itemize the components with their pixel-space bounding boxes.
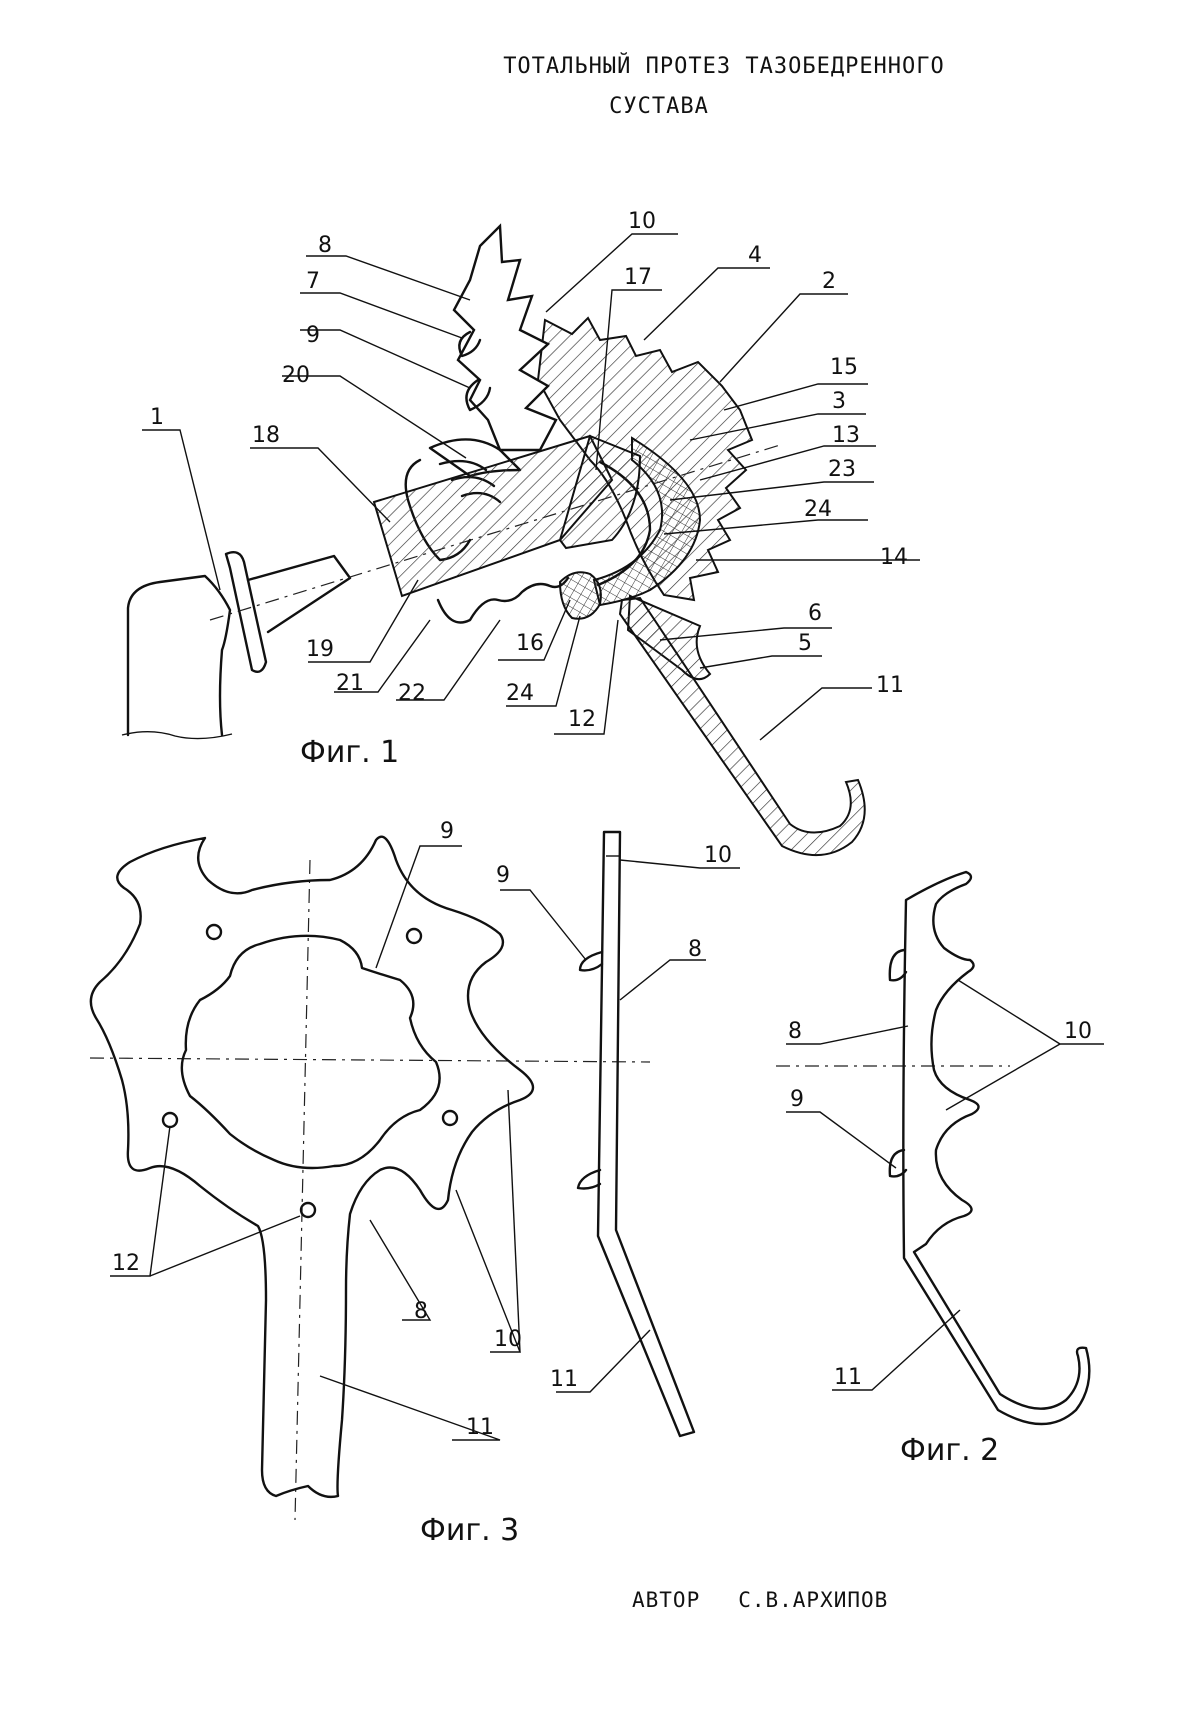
fig1-caption: Фиг. 1 xyxy=(300,735,399,770)
fig3-label-10: 10 xyxy=(494,1327,522,1352)
fig1-label-16: 16 xyxy=(516,631,544,656)
fig1-label-24a: 24 xyxy=(804,497,832,522)
sheet-title-line1: ТОТАЛЬНЫЙ ПРОТЕЗ ТАЗОБЕДРЕННОГО xyxy=(503,54,945,79)
femur-stump-part-1 xyxy=(126,574,232,737)
star-plate-8 xyxy=(89,835,535,1499)
fig1-label-21: 21 xyxy=(336,671,364,696)
sheet-title-line2: СУСТАВА xyxy=(609,94,709,119)
fig3-label-8: 8 xyxy=(414,1299,428,1324)
figure-3: 9 12 8 10 11 Фиг. 3 xyxy=(89,819,651,1548)
fig1-label-22: 22 xyxy=(398,681,426,706)
fig1-label-10: 10 xyxy=(628,209,656,234)
fig1-label-1: 1 xyxy=(150,405,164,430)
neck-ring xyxy=(224,551,268,673)
author-line: АВТОР С.В.АРХИПОВ xyxy=(632,1588,888,1612)
fig2-label-11: 11 xyxy=(834,1365,862,1390)
fig2-label-10: 10 xyxy=(1064,1019,1092,1044)
fig2-hook-9-lower xyxy=(888,1148,908,1178)
fig3-leader-lines xyxy=(110,845,522,1441)
fig3-label-11: 11 xyxy=(466,1415,494,1440)
fig3-caption: Фиг. 3 xyxy=(420,1513,519,1548)
spike-column-8-10 xyxy=(452,223,558,452)
fig1-label-6: 6 xyxy=(808,601,822,626)
figure-side-view: 9 10 8 11 xyxy=(496,830,740,1438)
fig2-label-9: 9 xyxy=(790,1087,804,1112)
femur-cut-line xyxy=(121,731,233,740)
fig3-v-axis xyxy=(294,859,311,1521)
fig1-label-12: 12 xyxy=(568,707,596,732)
seal-16-24 xyxy=(558,571,602,620)
fig1-label-17: 17 xyxy=(624,265,652,290)
fixing-hole-12a xyxy=(205,923,223,941)
side-leader-lines xyxy=(500,859,740,1393)
fig1-label-14: 14 xyxy=(880,545,908,570)
fig1-label-15: 15 xyxy=(830,355,858,380)
ball-head-17 xyxy=(558,434,642,550)
fig1-label-11: 11 xyxy=(876,673,904,698)
fig2-profile-8-10 xyxy=(902,870,1091,1426)
author-label: АВТОР xyxy=(632,1588,701,1612)
fig1-label-9: 9 xyxy=(306,323,320,348)
fig2-leader-lines xyxy=(786,979,1104,1391)
side-label-10: 10 xyxy=(704,843,732,868)
fig1-label-24b: 24 xyxy=(506,681,534,706)
fig3-h-axis xyxy=(89,1057,651,1063)
fig2-caption: Фиг. 2 xyxy=(900,1433,999,1468)
side-label-9: 9 xyxy=(496,863,510,888)
fixing-hole-12b xyxy=(405,927,423,945)
fig1-label-19: 19 xyxy=(306,637,334,662)
fig1-leader-lines xyxy=(142,233,920,741)
fig1-label-8: 8 xyxy=(318,233,332,258)
fig1-label-5: 5 xyxy=(798,631,812,656)
fixing-hole-12e xyxy=(299,1201,317,1219)
fig2-hook-9-upper xyxy=(888,948,908,982)
fixing-hole-12c xyxy=(161,1111,179,1129)
side-hook-9-lower xyxy=(576,1168,602,1190)
neck-stub xyxy=(246,554,352,634)
capsule-21-22 xyxy=(436,576,570,624)
fig3-label-12: 12 xyxy=(112,1251,140,1276)
fig1-label-18: 18 xyxy=(252,423,280,448)
author-name: С.В.АРХИПОВ xyxy=(738,1588,889,1612)
fig1-label-3: 3 xyxy=(832,389,846,414)
fig1-label-23: 23 xyxy=(828,457,856,482)
fig1-label-2: 2 xyxy=(822,269,836,294)
fig2-label-8: 8 xyxy=(788,1019,802,1044)
fig1-label-7: 7 xyxy=(306,269,320,294)
figure-2: 8 10 9 11 Фиг. 2 xyxy=(776,870,1104,1468)
side-label-11: 11 xyxy=(550,1367,578,1392)
stem-hook-11 xyxy=(618,596,866,857)
fixing-hole-12d xyxy=(441,1109,459,1127)
figure-1: 1 2 3 4 5 6 7 8 9 10 11 12 13 14 15 16 1… xyxy=(121,209,920,857)
fig1-label-20: 20 xyxy=(282,363,310,388)
side-hook-9-upper xyxy=(578,950,604,972)
fig1-label-4: 4 xyxy=(748,243,762,268)
side-label-8: 8 xyxy=(688,937,702,962)
spike-7 xyxy=(458,330,482,358)
side-strip-8 xyxy=(596,830,696,1438)
fig1-label-13: 13 xyxy=(832,423,860,448)
star-plate-inner-opening xyxy=(180,934,441,1170)
fig3-label-9: 9 xyxy=(440,819,454,844)
